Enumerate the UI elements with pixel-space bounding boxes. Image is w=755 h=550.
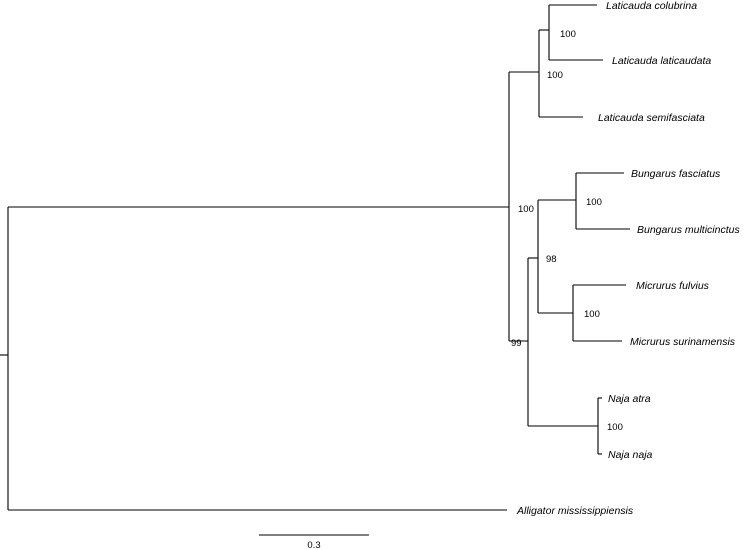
taxon-label: Laticauda semifasciata — [598, 112, 705, 124]
support-value: 100 — [607, 422, 623, 433]
scale-bar-label: 0.3 — [307, 540, 320, 550]
support-value: 100 — [584, 309, 600, 320]
support-value: 98 — [546, 254, 557, 265]
taxon-label: Naja naja — [608, 449, 653, 461]
support-value: 100 — [547, 70, 563, 81]
taxon-label: Alligator mississippiensis — [516, 505, 634, 517]
support-value: 100 — [586, 197, 602, 208]
taxon-label: Naja atra — [608, 393, 651, 405]
taxon-label: Micrurus fulvius — [636, 280, 710, 292]
taxon-label: Laticauda laticaudata — [612, 55, 711, 67]
taxon-label: Bungarus fasciatus — [631, 168, 721, 180]
support-value: 100 — [518, 204, 534, 215]
support-value: 100 — [560, 29, 576, 40]
taxon-label: Micrurus surinamensis — [630, 336, 736, 348]
taxon-label: Laticauda colubrina — [606, 0, 697, 12]
taxon-label: Bungarus multicinctus — [637, 224, 740, 236]
support-value: 99 — [511, 338, 522, 349]
